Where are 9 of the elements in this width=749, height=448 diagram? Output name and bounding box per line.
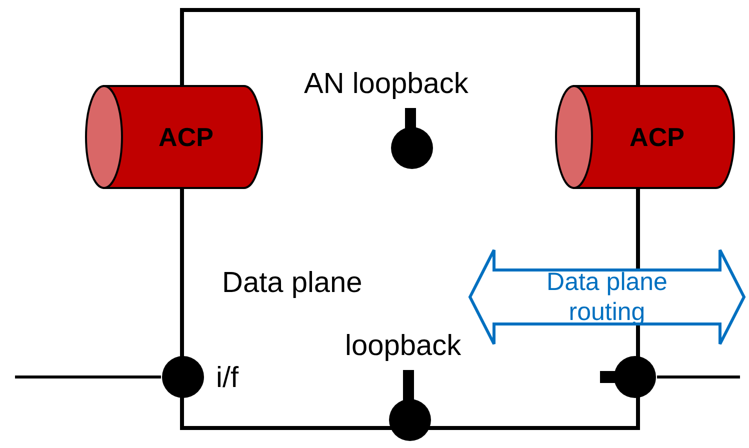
node-label: Data plane routing (546, 267, 668, 327)
port-label: i/f (216, 361, 239, 396)
plane-label: Data plane (222, 266, 362, 301)
node-label: ACP (158, 120, 214, 154)
connector-line (15, 376, 161, 378)
port-label: AN loopback (304, 67, 468, 102)
connector-line (657, 376, 740, 378)
port-label: loopback (345, 329, 462, 364)
node-label: ACP (630, 120, 684, 154)
